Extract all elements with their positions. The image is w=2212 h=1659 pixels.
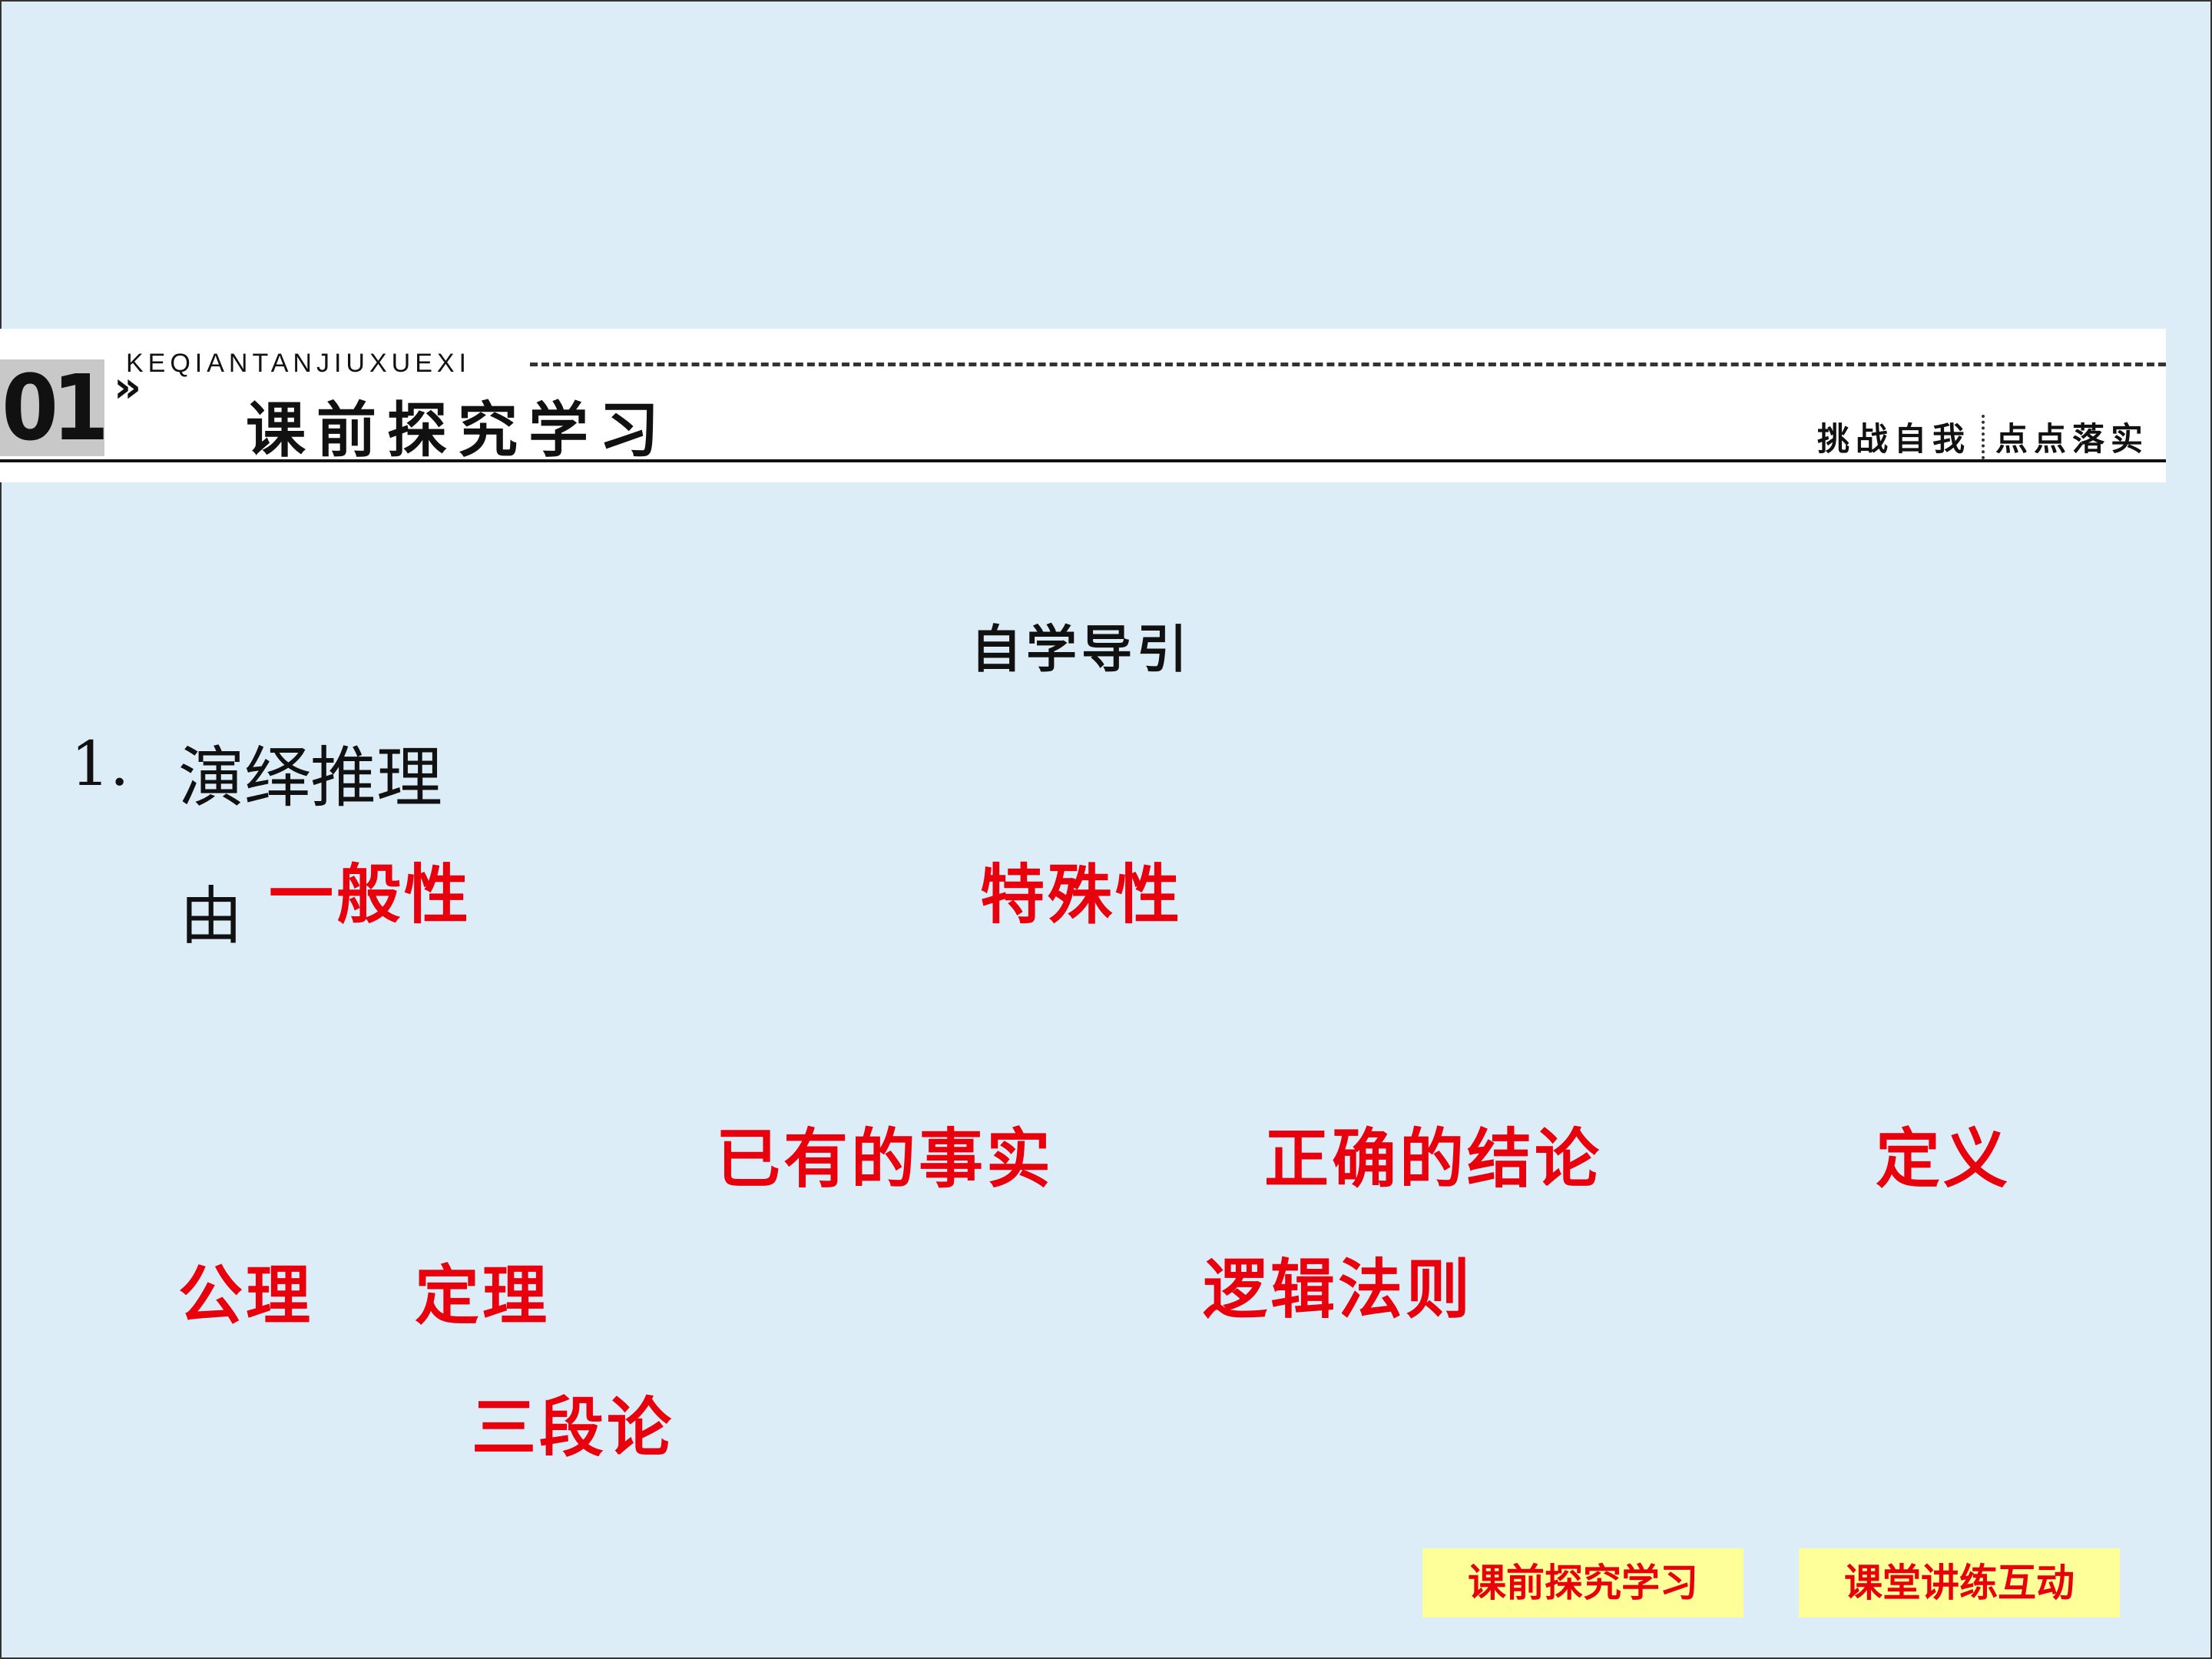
answer-theorem: 定理 — [415, 1258, 551, 1333]
section-pinyin: KEQIANTANJIUXUEXI — [126, 349, 471, 378]
banner-tagline: 挑战自我 点点落实 — [1817, 413, 2149, 460]
section-banner: 01 KEQIANTANJIUXUEXI » 课前探究学习 挑战自我 点点落实 — [0, 329, 2166, 482]
answer-definition: 定义 — [1876, 1121, 2012, 1197]
item-title: 演绎推理 — [178, 740, 442, 816]
double-chevron-icon: » — [114, 363, 142, 412]
prefix-you: 由 — [180, 880, 243, 953]
banner-dashed-line — [530, 363, 2166, 366]
answer-syllogism: 三段论 — [472, 1390, 675, 1465]
answer-existing-facts: 已有的事实 — [716, 1121, 1055, 1197]
answer-special: 特殊性 — [980, 857, 1184, 932]
next-section-button[interactable]: 课堂讲练互动 — [1799, 1548, 2120, 1618]
answer-logic-rules: 逻辑法则 — [1203, 1252, 1474, 1327]
tagline-left: 挑战自我 — [1816, 420, 1971, 458]
answer-axiom: 公理 — [178, 1258, 314, 1333]
banner-rule — [0, 459, 2166, 462]
answer-general: 一般性 — [269, 857, 472, 932]
tagline-right: 点点落实 — [1995, 420, 2149, 458]
answer-correct-conclusion: 正确的结论 — [1264, 1121, 1603, 1197]
section-number: 01 — [0, 359, 109, 456]
tagline-separator — [1981, 414, 1985, 459]
item-number: 1. — [71, 728, 130, 800]
subsection-title: 自学导引 — [971, 620, 1192, 679]
prev-section-button[interactable]: 课前探究学习 — [1422, 1548, 1743, 1618]
section-title-banner: 课前探究学习 — [246, 396, 671, 465]
